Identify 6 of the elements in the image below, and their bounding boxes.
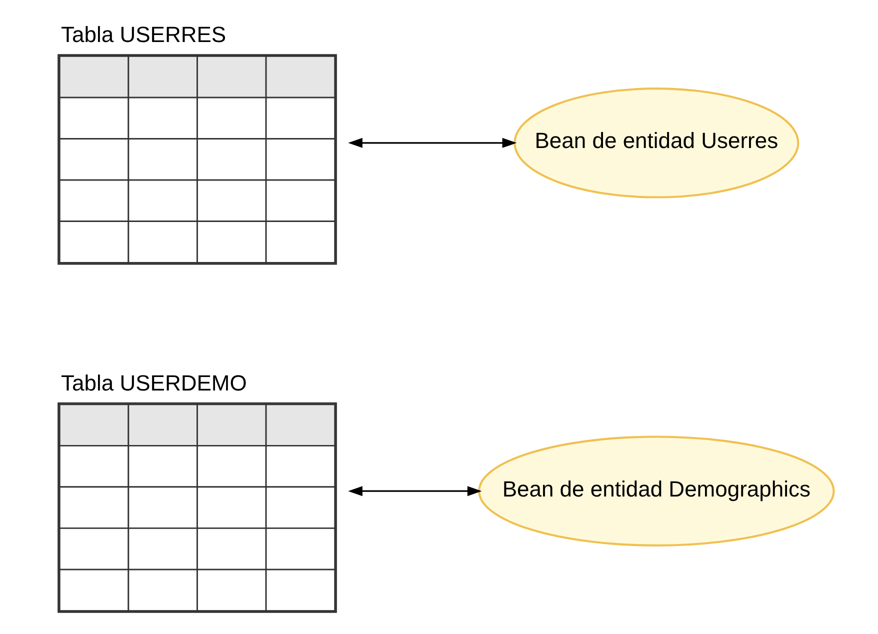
node-ellipse: Bean de entidad Demographics (478, 436, 835, 546)
node-label: Tabla USERRES (61, 22, 226, 48)
node-label: Tabla USERDEMO (61, 370, 247, 396)
node-ellipse: Bean de entidad Userres (514, 88, 800, 198)
arrow (348, 486, 482, 496)
arrow (348, 138, 517, 148)
